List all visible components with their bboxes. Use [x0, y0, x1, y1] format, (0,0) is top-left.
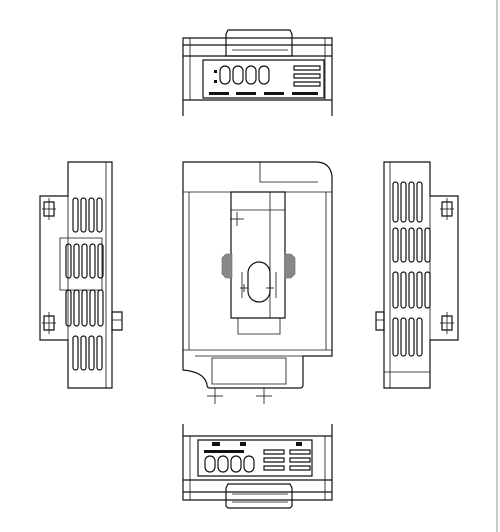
right-side-view: [376, 162, 458, 388]
left-side-view: [40, 162, 122, 388]
front-view: [183, 162, 332, 404]
top-view: [183, 30, 332, 116]
bottom-view: [183, 424, 332, 508]
